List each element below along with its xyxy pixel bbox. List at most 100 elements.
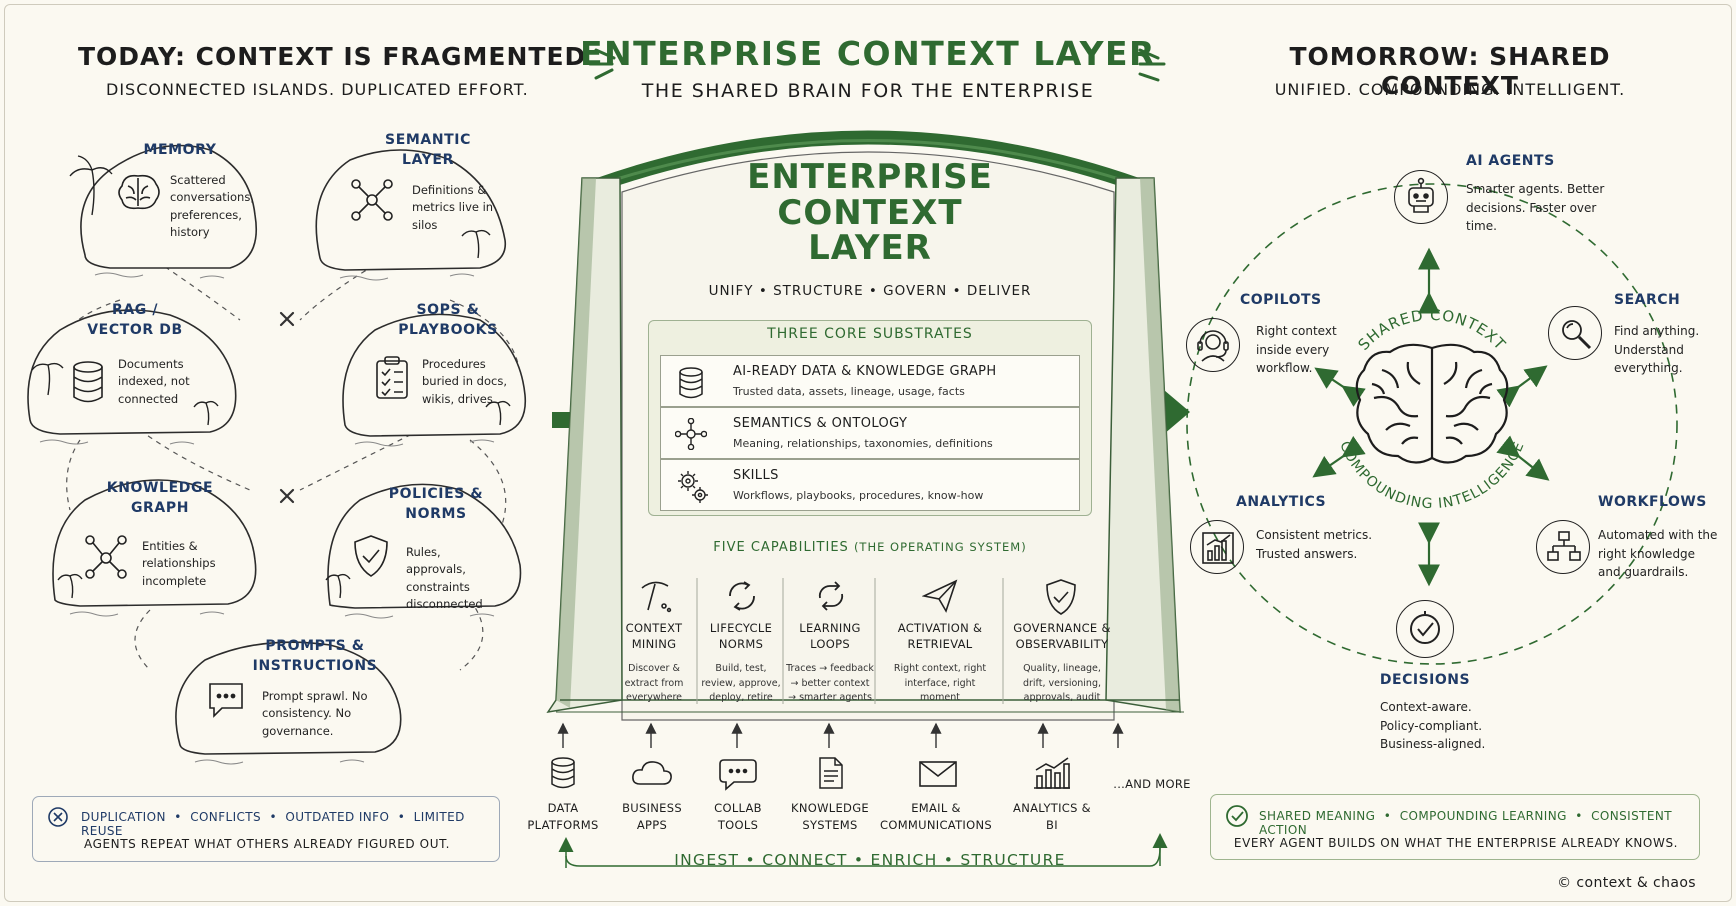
issue-outdated: OUTDATED INFO — [285, 810, 390, 824]
node-icon-circle — [1548, 306, 1602, 360]
database-icon — [679, 367, 703, 399]
capability-desc: Traces → feedback → better context → sma… — [786, 663, 874, 704]
source-label: ANALYTICS & BI — [1013, 801, 1091, 832]
node-icon-circle — [1536, 520, 1590, 574]
island-sops-desc: Procedures buried in docs, wikis, drives — [422, 357, 507, 406]
capabilities-note: (THE OPERATING SYSTEM) — [853, 540, 1027, 554]
svg-text:COMPOUNDING INTELLIGENCE: COMPOUNDING INTELLIGENCE — [1336, 439, 1528, 512]
capability-item: LEARNING LOOPS Traces → feedback → bette… — [786, 578, 874, 704]
envelope-icon — [919, 761, 957, 787]
issue-duplication: DUPLICATION — [81, 810, 166, 824]
left-subheading: DISCONNECTED ISLANDS. DUPLICATED EFFORT. — [106, 80, 529, 99]
paper-plane-icon — [922, 579, 958, 613]
capability-desc: Build, test, review, approve, deploy, re… — [701, 663, 781, 704]
left-heading: TODAY: CONTEXT IS FRAGMENTED — [78, 42, 587, 71]
clipboard-icon — [376, 356, 408, 399]
node-ai-agents-desc: Smarter agents. Better decisions. Faster… — [1466, 182, 1605, 234]
capability-desc: Discover & extract from everywhere — [624, 663, 684, 704]
island-prompts-title: PROMPTS & INSTRUCTIONS — [252, 638, 378, 675]
node-copilots-desc: Right context inside every workflow. — [1256, 324, 1337, 376]
substrate-title: AI-READY DATA & KNOWLEDGE GRAPH — [733, 364, 997, 379]
loop-icon — [818, 581, 844, 611]
ring-labels: SHARED CONTEXT COMPOUNDING INTELLIGENCE — [1336, 306, 1528, 512]
node-analytics-desc: Consistent metrics. Trusted answers. — [1256, 528, 1373, 561]
pickaxe-icon — [641, 581, 672, 613]
document-icon — [819, 757, 843, 789]
node-search-title: SEARCH — [1614, 292, 1681, 308]
check-circle-icon — [1226, 805, 1248, 827]
node-workflows-title: WORKFLOWS — [1598, 494, 1707, 510]
substrate-desc: Meaning, relationships, taxonomies, defi… — [733, 437, 993, 450]
left-callout: DUPLICATION • CONFLICTS • OUTDATED INFO … — [32, 796, 500, 862]
node-copilots-title: COPILOTS — [1240, 292, 1322, 308]
x-circle-icon — [48, 807, 68, 827]
svg-text:SHARED CONTEXT: SHARED CONTEXT — [1355, 306, 1510, 354]
right-heading: TOMORROW: SHARED CONTEXT — [1289, 42, 1611, 100]
capability-title: LIFECYCLE NORMS — [709, 621, 773, 652]
node-ai-agents-title: AI AGENTS — [1466, 153, 1555, 169]
issue-limited-reuse: LIMITED REUSE — [81, 810, 465, 838]
node-decisions-desc: Context-aware. Policy-compliant. Busines… — [1380, 700, 1486, 752]
node-icon-circle — [1190, 520, 1244, 574]
island-sops-title: SOPS & PLAYBOOKS — [398, 302, 498, 339]
source-label: COLLAB TOOLS — [714, 801, 762, 832]
compounding-intelligence-label: COMPOUNDING INTELLIGENCE — [1336, 439, 1527, 512]
island-rag-desc: Documents indexed, not connected — [118, 357, 190, 406]
capabilities-heading: FIVE CAPABILITIES — [713, 540, 849, 555]
node-icon-circle — [1186, 318, 1240, 372]
node-analytics-title: ANALYTICS — [1236, 494, 1327, 510]
island-kg-title: KNOWLEDGE GRAPH — [106, 480, 214, 517]
network-icon — [675, 418, 707, 450]
brain-icon — [1355, 343, 1509, 464]
ingest-flow: INGEST • CONNECT • ENRICH • STRUCTURE — [674, 851, 1066, 869]
shield-icon — [354, 535, 388, 577]
substrate-row: SEMANTICS & ONTOLOGY Meaning, relationsh… — [660, 407, 1080, 459]
chat-icon — [209, 683, 243, 718]
source-label: DATA PLATFORMS — [527, 801, 599, 832]
substrate-desc: Workflows, playbooks, procedures, know-h… — [733, 489, 984, 502]
island-semantic-title: SEMANTIC LAYER — [385, 132, 471, 169]
center-heading: ENTERPRISE CONTEXT LAYER — [580, 34, 1156, 73]
source-label: KNOWLEDGE SYSTEMS — [791, 801, 869, 832]
substrate-row: AI-READY DATA & KNOWLEDGE GRAPH Trusted … — [660, 355, 1080, 407]
benefit-shared-meaning: SHARED MEANING — [1259, 809, 1376, 823]
island-memory-title: MEMORY — [143, 142, 217, 158]
center-subheading: THE SHARED BRAIN FOR THE ENTERPRISE — [641, 80, 1095, 102]
headset-icon — [1197, 330, 1229, 362]
capability-item: LIFECYCLE NORMS Build, test, review, app… — [700, 578, 782, 704]
cloud-icon — [632, 761, 672, 785]
island-semantic-desc: Definitions & metrics live in silos — [412, 183, 494, 232]
left-callout-issues: DUPLICATION • CONFLICTS • OUTDATED INFO … — [81, 810, 491, 838]
bar-chart-icon — [1034, 757, 1070, 789]
issue-conflicts: CONFLICTS — [190, 810, 262, 824]
database-icon — [551, 757, 575, 789]
gears-icon — [678, 471, 708, 503]
island-rag-title: RAG / VECTOR DB — [87, 302, 183, 339]
island-prompts-desc: Prompt sprawl. No consistency. No govern… — [262, 689, 368, 738]
source-label: EMAIL & COMMUNICATIONS — [880, 801, 992, 832]
graph-icon — [85, 535, 127, 579]
database-icon — [73, 361, 103, 403]
right-callout-message: EVERY AGENT BUILDS ON WHAT THE ENTERPRIS… — [1233, 836, 1679, 850]
bullet: • — [1379, 809, 1400, 823]
substrate-row: SKILLS Workflows, playbooks, procedures,… — [660, 459, 1080, 511]
node-workflows-desc: Automated with the right knowledge and g… — [1598, 528, 1718, 580]
island-kg-desc: Entities & relationships incomplete — [142, 539, 216, 588]
right-subheading: UNIFIED. COMPOUNDING. INTELLIGENT. — [1274, 80, 1626, 99]
node-decisions-title: DECISIONS — [1379, 672, 1471, 688]
credit: © context & chaos — [1557, 875, 1696, 891]
check-circle-icon — [1410, 611, 1440, 644]
substrate-title: SKILLS — [733, 468, 779, 483]
island-policies-desc: Rules, approvals, constraints disconnect… — [406, 545, 483, 611]
substrate-title: SEMANTICS & ONTOLOGY — [733, 416, 908, 431]
capability-title: LEARNING LOOPS — [799, 621, 861, 652]
benefit-consistent-action: CONSISTENT ACTION — [1259, 809, 1672, 837]
island-policies-title: POLICIES & NORMS — [388, 486, 484, 523]
source-label: BUSINESS APPS — [622, 801, 682, 832]
shared-context-label: SHARED CONTEXT — [1355, 306, 1509, 354]
capability-title: GOVERNANCE & OBSERVABILITY — [1013, 621, 1111, 652]
network-icon — [351, 179, 393, 221]
shield-check-icon — [1046, 579, 1076, 615]
benefit-compounding-learning: COMPOUNDING LEARNING — [1399, 809, 1567, 823]
left-callout-message: AGENTS REPEAT WHAT OTHERS ALREADY FIGURE… — [83, 837, 451, 851]
